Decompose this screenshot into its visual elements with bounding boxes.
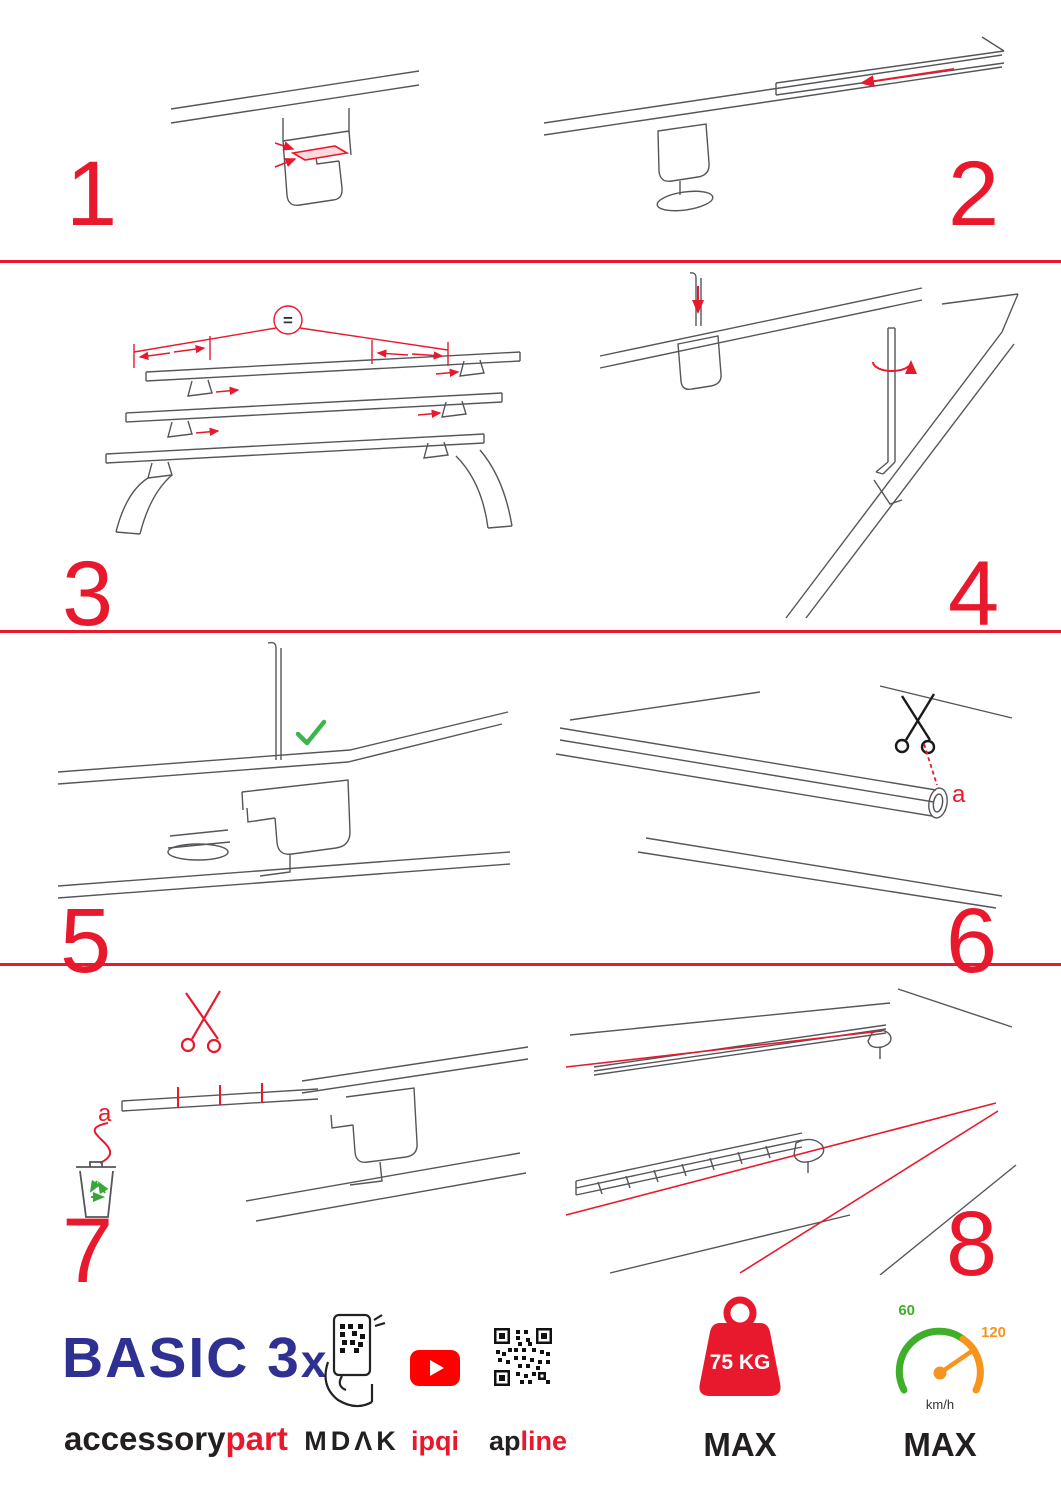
section-divider xyxy=(0,963,1061,966)
offcut-label: a xyxy=(98,1100,112,1127)
speed-unit-label: km/h xyxy=(926,1397,954,1412)
weight-icon: 75 KG xyxy=(699,1296,781,1396)
recycle-icon xyxy=(89,1179,109,1202)
cut-point-label: a xyxy=(952,781,966,808)
partner-phone-label: MDΛK xyxy=(304,1426,400,1456)
step-5-illustration xyxy=(57,641,511,899)
step-4-illustration xyxy=(599,272,1019,619)
step-1-illustration xyxy=(170,70,420,206)
step-5-number: 5 xyxy=(60,890,112,992)
speed-high-label: 120 xyxy=(981,1324,1005,1341)
step-3-number: 3 xyxy=(62,543,114,645)
partner-qr-label-red: line xyxy=(520,1426,568,1456)
brand-title-suffix: x xyxy=(300,1335,329,1387)
step-2-number: 2 xyxy=(948,143,1000,245)
check-icon xyxy=(295,719,327,746)
equal-spacing-label: = xyxy=(283,311,293,330)
speed-max-label: MAX xyxy=(903,1426,977,1463)
brand-subtitle-black: accessory xyxy=(64,1420,226,1457)
step-8-illustration xyxy=(565,988,1017,1275)
insert-plate-highlight xyxy=(274,141,350,168)
brand-title-text: BASIC 3 xyxy=(62,1326,301,1390)
step-7-illustration: a xyxy=(76,990,529,1222)
speed-low-label: 60 xyxy=(898,1302,915,1319)
trash-icon xyxy=(76,1161,116,1218)
step-6-illustration: a xyxy=(555,685,1013,909)
partner-qr-label: apline xyxy=(478,1426,578,1457)
brand-subtitle-red: part xyxy=(225,1420,288,1457)
slide-direction-arrow xyxy=(860,68,955,88)
youtube-icon xyxy=(410,1350,460,1386)
section-divider xyxy=(0,630,1061,633)
tighten-arrows xyxy=(692,286,917,375)
step-2-illustration xyxy=(543,36,1005,212)
cut-marks xyxy=(93,1083,263,1164)
section-divider xyxy=(0,260,1061,263)
weight-value-label: 75 KG xyxy=(710,1351,771,1374)
step-7-number: 7 xyxy=(62,1200,114,1302)
phone-qr-icon xyxy=(324,1313,386,1408)
step-1-number: 1 xyxy=(66,143,118,245)
step-3-illustration: = xyxy=(105,305,521,535)
weight-max-label: MAX xyxy=(703,1426,777,1463)
brand-subtitle: accessorypart xyxy=(64,1420,288,1458)
alignment-guides xyxy=(565,1030,999,1274)
qr-code-icon xyxy=(492,1326,554,1388)
scissors-icon xyxy=(894,693,936,755)
equal-spacing-guides xyxy=(133,305,460,436)
cut-line xyxy=(923,743,938,786)
speedometer-icon: 60 120 km/h xyxy=(895,1302,1005,1412)
partner-qr-label-black: ap xyxy=(488,1426,521,1456)
scissors-icon xyxy=(180,990,222,1054)
step-4-number: 4 xyxy=(948,543,1000,645)
step-6-number: 6 xyxy=(946,890,998,992)
step-8-number: 8 xyxy=(946,1193,998,1295)
brand-logo: BASIC 3x xyxy=(62,1330,328,1387)
partner-video-label: ipqi xyxy=(411,1426,459,1456)
